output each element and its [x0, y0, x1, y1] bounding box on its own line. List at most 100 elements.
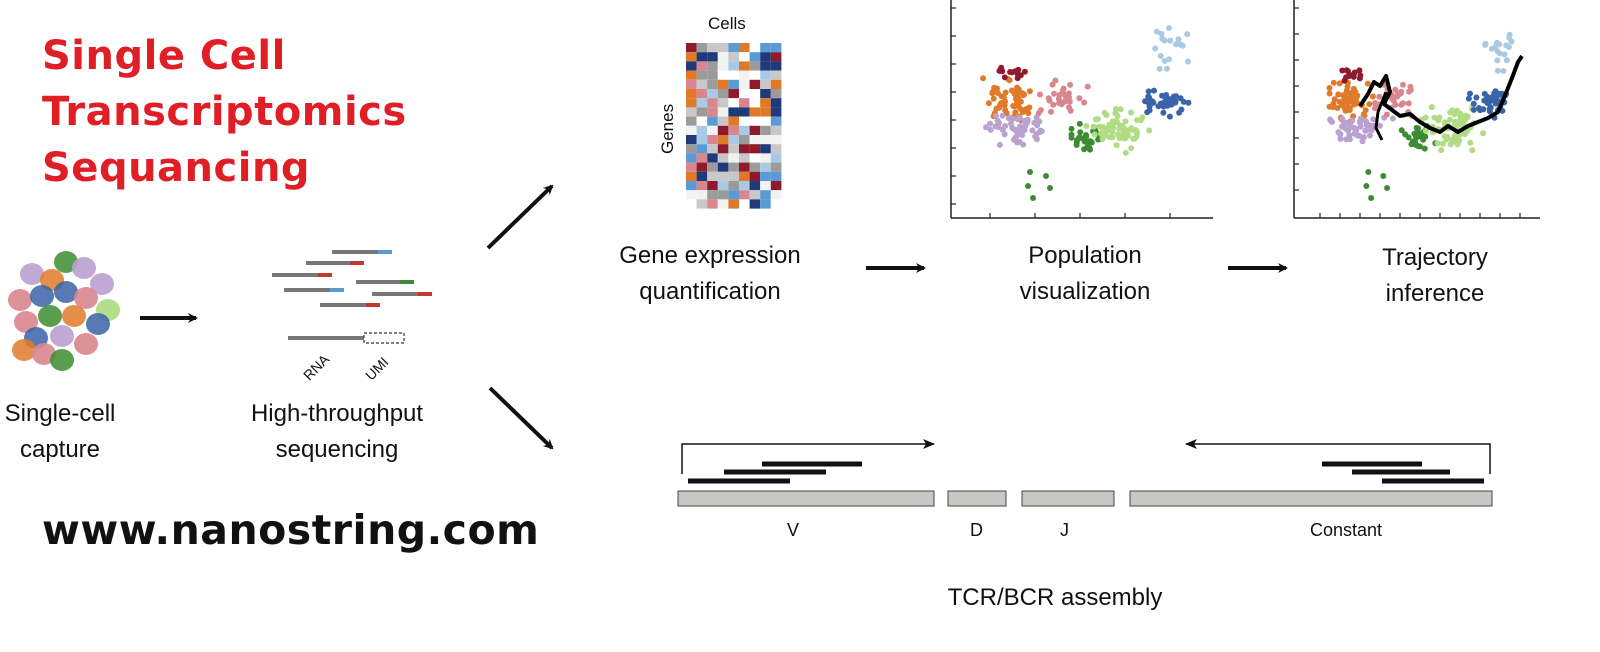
title-line-2: Transcriptomics [42, 89, 407, 135]
heatmap-cell [760, 52, 771, 62]
heatmap-cell [696, 181, 708, 191]
scatter-point [1172, 99, 1179, 106]
label-trajectory-line-2: inference [1385, 280, 1485, 307]
scatter-point [1348, 72, 1354, 79]
heatmap-cell [739, 199, 750, 209]
heatmap-cell [749, 125, 761, 135]
scatter-point [1001, 131, 1008, 138]
heatmap-cell [749, 171, 761, 181]
scatter-point [1481, 90, 1488, 97]
scatter-point [1076, 120, 1083, 127]
scatter-point [1001, 74, 1008, 81]
heatmap-cell [686, 79, 697, 89]
scatter-point [1109, 134, 1116, 141]
title-line-1: Single Cell [42, 33, 286, 79]
heatmap-cell [728, 135, 739, 145]
scatter-point [1134, 130, 1141, 137]
heatmap-cell [749, 98, 761, 108]
scatter-point [1167, 37, 1174, 44]
scatter-point [1166, 25, 1172, 31]
heatmap-cell [707, 181, 718, 191]
heatmap-cell [770, 70, 782, 80]
sequencing-reads-illustration [272, 250, 432, 344]
scatter-point [1352, 125, 1359, 132]
scatter-point [1326, 85, 1333, 91]
scatter-point [1025, 183, 1031, 189]
scatter-point [1146, 103, 1153, 110]
scatter-point [1363, 122, 1370, 128]
heatmap-cell [749, 107, 761, 117]
scatter-point [1017, 126, 1024, 133]
scatter-point [1359, 138, 1366, 145]
heatmap-cell [739, 43, 750, 53]
scatter-point [1099, 135, 1106, 142]
heatmap-cell [760, 171, 771, 181]
heatmap-cell [696, 98, 708, 108]
scatter-point [1066, 98, 1073, 105]
scatter-point [1156, 65, 1163, 72]
heatmap-cell [707, 135, 718, 145]
heatmap-cell [739, 153, 750, 163]
scatter-point [1337, 135, 1344, 142]
heatmap-cell [686, 199, 697, 209]
scatter-point [1012, 109, 1019, 116]
scatter-point [1339, 67, 1346, 74]
heatmap-cell [770, 61, 782, 71]
scatter-point [1110, 120, 1117, 127]
scatter-point [1173, 41, 1180, 48]
scatter-point [1015, 86, 1022, 93]
scatter-point [1469, 147, 1476, 154]
heatmap-cell [707, 107, 718, 117]
scatter-point [1122, 149, 1129, 156]
heatmap-cell [760, 61, 771, 71]
heatmap-cell [728, 116, 739, 126]
heatmap-cell [696, 52, 708, 62]
heatmap-cell [717, 190, 729, 200]
heatmap-cell [717, 52, 729, 62]
heatmap-cell [696, 70, 708, 80]
scatter-point [1014, 102, 1020, 109]
scatter-point [1438, 147, 1445, 154]
scatter-point [1357, 72, 1364, 79]
scatter-point [1153, 28, 1160, 35]
population-visualization-plot [950, 0, 1213, 219]
scatter-point [1482, 41, 1489, 48]
heatmap-cell [728, 190, 739, 200]
scatter-point [1348, 92, 1355, 99]
heatmap-cell [707, 162, 718, 172]
scatter-point [990, 95, 997, 102]
heatmap-cell [696, 162, 708, 172]
scatter-point [1185, 58, 1191, 65]
scatter-point [1496, 50, 1503, 57]
label-capture-line-2: capture [19, 436, 101, 463]
heatmap-cell [739, 61, 750, 71]
scatter-point [1343, 119, 1350, 126]
scatter-point [1177, 95, 1184, 102]
heatmap-cell [707, 79, 718, 89]
scatter-point [1014, 75, 1021, 82]
scatter-point [1369, 93, 1376, 100]
heatmap-cell [760, 98, 771, 108]
scatter-point [1029, 127, 1036, 134]
scatter-point [1480, 130, 1487, 137]
heatmap-cell [686, 116, 697, 126]
heatmap-cell [686, 107, 697, 117]
scatter-point [1370, 116, 1377, 123]
scatter-point [1494, 57, 1501, 64]
heatmap-cell [739, 171, 750, 181]
heatmap-cell [707, 52, 718, 62]
heatmap-cell [739, 107, 750, 117]
heatmap-cell [686, 190, 697, 200]
scatter-point [1331, 96, 1338, 103]
scatter-point [1037, 107, 1044, 113]
heatmap-cell [696, 171, 708, 181]
label-capture-line-1: Single-cell [4, 400, 116, 427]
heatmap-cell [707, 43, 718, 53]
scatter-point [1486, 105, 1493, 112]
scatter-point [1031, 119, 1038, 126]
heatmap-cell [717, 43, 729, 53]
scatter-point [1058, 101, 1065, 108]
heatmap-cell [770, 125, 782, 135]
scatter-point [1050, 101, 1057, 108]
scatter-point [1157, 53, 1164, 59]
